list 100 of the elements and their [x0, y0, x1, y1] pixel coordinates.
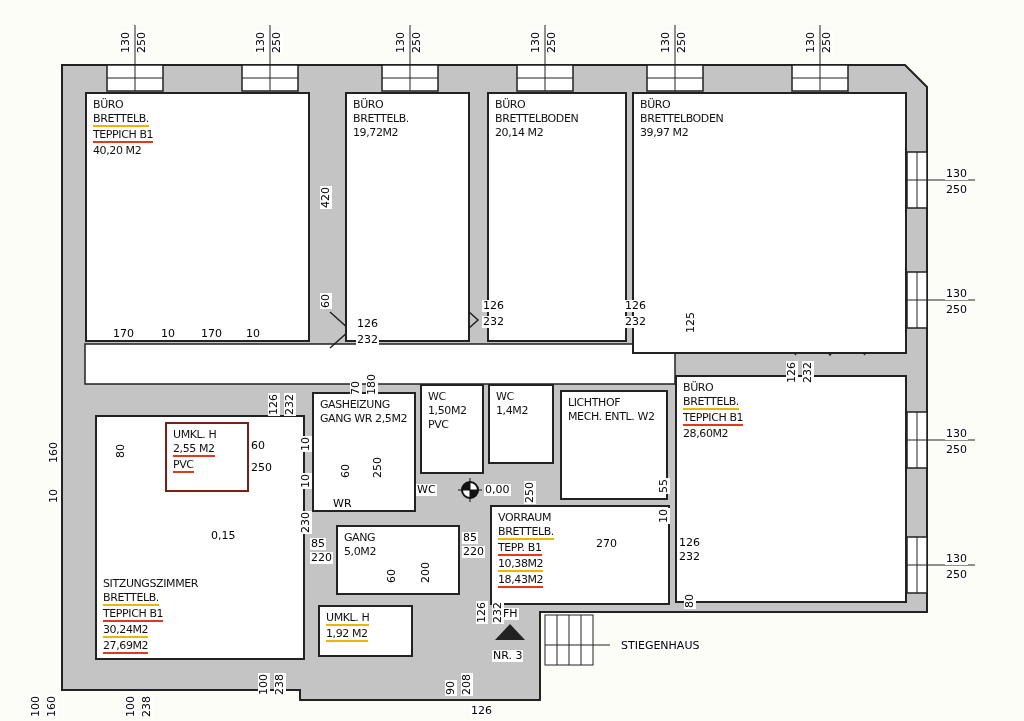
dimension-label: 130 [945, 428, 968, 440]
dimension-label: 100 [30, 695, 42, 718]
dimension-label: 126 [678, 537, 701, 549]
room-note: BRETTELB. [93, 112, 149, 127]
room-note: 5,0M2 [344, 545, 376, 558]
room-note: 40,20 M2 [93, 144, 142, 157]
dimension-label: 238 [141, 695, 153, 718]
dimension-label: 126 [356, 318, 379, 330]
dimension-label: 220 [462, 546, 485, 558]
dimension-label: 130 [660, 31, 672, 54]
room-note: BRETTELBODEN [640, 112, 724, 125]
dimension-label: 208 [461, 673, 473, 696]
room-outline [488, 384, 554, 464]
room-name: BÜRO [640, 98, 671, 111]
dimension-label: 60 [340, 463, 352, 479]
room-note: 39,97 M2 [640, 126, 689, 139]
dimension-label: 232 [678, 551, 701, 563]
dimension-label: 0,15 [210, 530, 237, 542]
dimension-label: 230 [300, 511, 312, 534]
dimension-label: 160 [46, 695, 58, 718]
dimension-label: 126 [482, 300, 505, 312]
dimension-label: 130 [945, 553, 968, 565]
room-name: WC [496, 390, 514, 403]
room-note: 18,43M2 [498, 573, 544, 588]
room-note: BRETTELB. [103, 591, 159, 606]
dimension-label: 420 [320, 186, 332, 209]
dimension-label: 130 [255, 31, 267, 54]
dimension-label: 80 [115, 443, 127, 459]
dimension-label: 250 [250, 462, 273, 474]
dimension-label: 232 [492, 601, 504, 624]
room-name: LICHTHOF [568, 396, 621, 409]
dimension-label: 60 [320, 293, 332, 309]
dimension-label: 130 [395, 31, 407, 54]
dimension-label: 80 [684, 593, 696, 609]
dimension-label: 270 [595, 538, 618, 550]
dimension-label: 55 [658, 478, 670, 494]
room-note: PVC [428, 418, 449, 431]
dimension-label: 126 [470, 705, 493, 717]
dimension-label: 220 [310, 552, 333, 564]
room-name: GANG [344, 531, 376, 544]
dimension-label: 70 [350, 380, 362, 396]
room-outline [85, 92, 310, 342]
dimension-label: 0,00 [484, 484, 511, 496]
room-note: 2,55 M2 [173, 442, 215, 457]
room-note: BRETTELB. [683, 395, 739, 410]
room-note: MECH. ENTL. W2 [568, 410, 655, 423]
room-outline [420, 384, 484, 474]
room-name: BÜRO [495, 98, 526, 111]
dimension-label: 10 [245, 328, 261, 340]
note-label: WR [332, 498, 353, 510]
room-note: 1,92 M2 [326, 627, 368, 642]
dimension-label: 85 [310, 538, 326, 550]
note-label: FH [502, 608, 519, 620]
room-note: TEPPICH B1 [93, 128, 154, 143]
room-outline [490, 505, 670, 605]
room-outline [318, 605, 413, 657]
dimension-label: 250 [945, 569, 968, 581]
dimension-label: 100 [258, 673, 270, 696]
room-outline [312, 392, 416, 512]
dimension-label: 250 [372, 456, 384, 479]
dimension-label: 250 [271, 31, 283, 54]
dimension-label: 250 [676, 31, 688, 54]
dimension-label: 232 [802, 361, 814, 384]
room-note: TEPPICH B1 [683, 411, 744, 426]
dimension-label: 160 [48, 441, 60, 464]
dimension-label: 250 [945, 444, 968, 456]
room-note: TEPPICH B1 [103, 607, 164, 622]
dimension-label: 170 [112, 328, 135, 340]
room-note: 1,4M2 [496, 404, 528, 417]
room-name: WC [428, 390, 446, 403]
dimension-label: 90 [445, 680, 457, 696]
dimension-label: 10 [160, 328, 176, 340]
dimension-label: 130 [120, 31, 132, 54]
dimension-label: 200 [420, 561, 432, 584]
room-note: GANG WR 2,5M2 [320, 412, 408, 425]
dimension-label: 126 [476, 601, 488, 624]
room-name: GASHEIZUNG [320, 398, 390, 411]
room-name: SITZUNGSZIMMER [103, 577, 199, 590]
dimension-label: 60 [250, 440, 266, 452]
room-name: BÜRO [683, 381, 714, 394]
room-note: 27,69M2 [103, 639, 149, 654]
room-outline [560, 390, 668, 500]
dimension-label: 60 [386, 568, 398, 584]
dimension-label: 126 [624, 300, 647, 312]
room-outline [336, 525, 460, 595]
dimension-label: 130 [945, 288, 968, 300]
dimension-label: 10 [300, 473, 312, 489]
room-note: PVC [173, 458, 194, 473]
dimension-label: 250 [821, 31, 833, 54]
room-name: UMKL. H [326, 611, 370, 626]
room-note: 19,72M2 [353, 126, 399, 139]
dimension-label: 238 [274, 673, 286, 696]
room-outline [345, 92, 470, 342]
room-name: VORRAUM [498, 511, 552, 524]
room-note: 28,60M2 [683, 427, 729, 440]
note-label: STIEGENHAUS [620, 640, 701, 652]
dimension-label: 126 [786, 361, 798, 384]
dimension-label: 100 [125, 695, 137, 718]
dimension-label: 250 [945, 184, 968, 196]
dimension-label: 125 [685, 311, 697, 334]
